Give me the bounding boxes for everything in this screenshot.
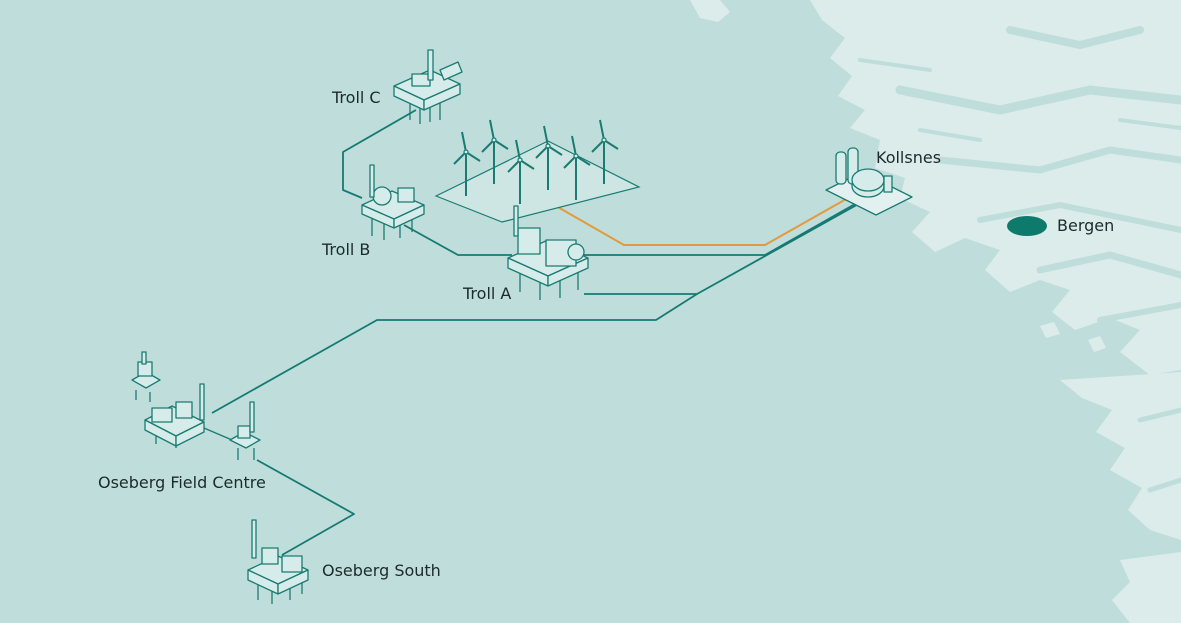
kollsnes-terminal-icon bbox=[825, 147, 913, 216]
label-troll-c: Troll C bbox=[332, 88, 381, 107]
oseberg-south-platform-icon bbox=[247, 519, 309, 604]
label-oseberg-south: Oseberg South bbox=[322, 561, 441, 580]
pipeline-troll-a-kollsnes-2 bbox=[584, 201, 863, 295]
troll-a-platform-icon bbox=[507, 205, 589, 300]
pipelines bbox=[211, 109, 863, 556]
city-marker-icon bbox=[1007, 216, 1047, 236]
label-troll-a: Troll A bbox=[463, 284, 512, 303]
pipeline-troll-c-troll-b bbox=[342, 109, 417, 199]
troll-b-platform-icon bbox=[361, 164, 425, 240]
pipeline-oseberg-kollsnes bbox=[211, 293, 698, 414]
label-oseberg-field-centre: Oseberg Field Centre bbox=[98, 473, 266, 492]
label-kollsnes: Kollsnes bbox=[876, 148, 942, 167]
power-cable bbox=[555, 197, 849, 246]
fjords bbox=[858, 26, 1181, 493]
oseberg-field-centre-platform-icon bbox=[131, 351, 261, 460]
pipeline-oseberg-south bbox=[256, 459, 355, 556]
pipeline-troll-b-troll-a bbox=[403, 224, 512, 256]
label-troll-b: Troll B bbox=[322, 240, 371, 259]
label-bergen: Bergen bbox=[1057, 216, 1115, 235]
pipeline-troll-a-kollsnes-1 bbox=[584, 199, 863, 256]
wind-farm bbox=[434, 119, 641, 223]
troll-c-platform-icon bbox=[393, 49, 463, 124]
